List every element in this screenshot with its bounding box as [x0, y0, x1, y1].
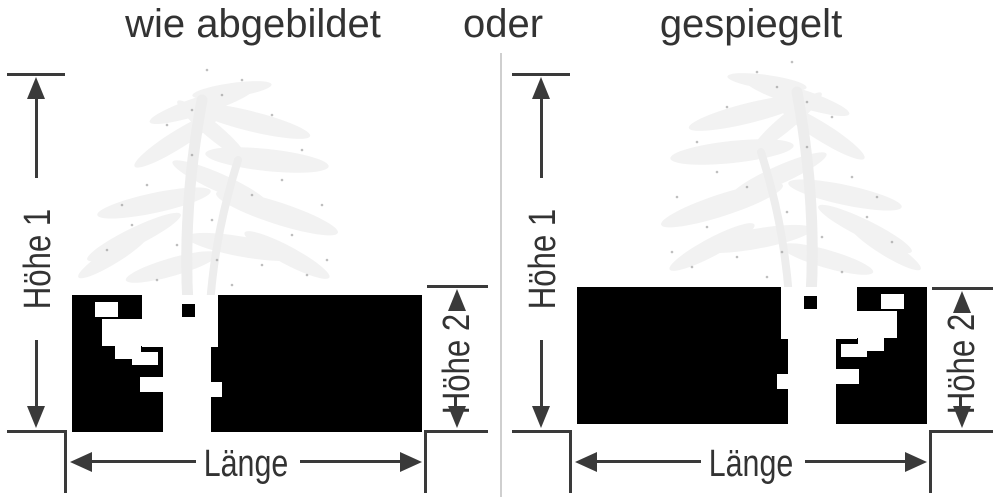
height1-dimension-line-upper	[35, 98, 38, 178]
length-right-arrowhead-icon	[905, 452, 927, 472]
height1-dimension-line-upper	[540, 98, 543, 178]
header-option-mirrored: gespiegelt	[659, 2, 843, 46]
height2-up-arrowhead-icon	[953, 291, 971, 313]
height1-down-arrowhead-icon	[27, 406, 45, 428]
length-label: Länge	[708, 443, 794, 485]
height1-dimension-line-lower	[35, 340, 38, 406]
height1-top-cap	[512, 73, 570, 76]
length-dimension-line-left	[92, 460, 196, 463]
height1-dimension-line-lower	[540, 340, 543, 406]
diagram-mirrored: Höhe 1 Höhe 2 Länge	[505, 0, 1000, 500]
length-dimension-line-right	[805, 460, 905, 463]
length-dimension-line-left	[597, 460, 701, 463]
plant-silhouette	[72, 55, 422, 432]
length-extension-right	[929, 430, 932, 493]
height1-top-cap	[7, 73, 65, 76]
diagram-as-shown: Höhe 1 Höhe 2 Länge	[7, 55, 488, 493]
ground-line-right	[424, 430, 488, 433]
height2-down-arrowhead-icon	[448, 406, 466, 428]
length-extension-right	[424, 430, 427, 493]
height2-up-arrowhead-icon	[448, 289, 466, 311]
length-extension-left	[569, 430, 572, 493]
bamboo-plant-icon	[78, 68, 338, 432]
height2-top-cap	[932, 287, 993, 290]
header-option-as-shown: wie abgebildet	[125, 2, 381, 46]
length-extension-left	[64, 430, 67, 493]
length-dimension-line-right	[300, 460, 400, 463]
ground-line-left	[7, 430, 67, 433]
ground-line-left	[512, 430, 572, 433]
length-left-arrowhead-icon	[70, 452, 92, 472]
height1-up-arrowhead-icon	[27, 77, 45, 99]
height1-label: Höhe 1	[17, 208, 59, 310]
length-label: Länge	[203, 443, 289, 485]
height1-down-arrowhead-icon	[532, 406, 550, 428]
length-left-arrowhead-icon	[575, 452, 597, 472]
ground-line-right	[929, 430, 993, 433]
bamboo-plant-icon	[661, 60, 921, 424]
height1-up-arrowhead-icon	[532, 77, 550, 99]
planter-box	[72, 295, 422, 432]
length-right-arrowhead-icon	[400, 452, 422, 472]
planter-box	[577, 287, 927, 424]
divider-line	[500, 53, 502, 497]
header-separator: oder	[462, 2, 544, 46]
plant-silhouette-mirrored	[577, 47, 927, 424]
height2-down-arrowhead-icon	[953, 406, 971, 428]
height2-top-cap	[427, 285, 488, 288]
height1-label: Höhe 1	[522, 208, 564, 310]
